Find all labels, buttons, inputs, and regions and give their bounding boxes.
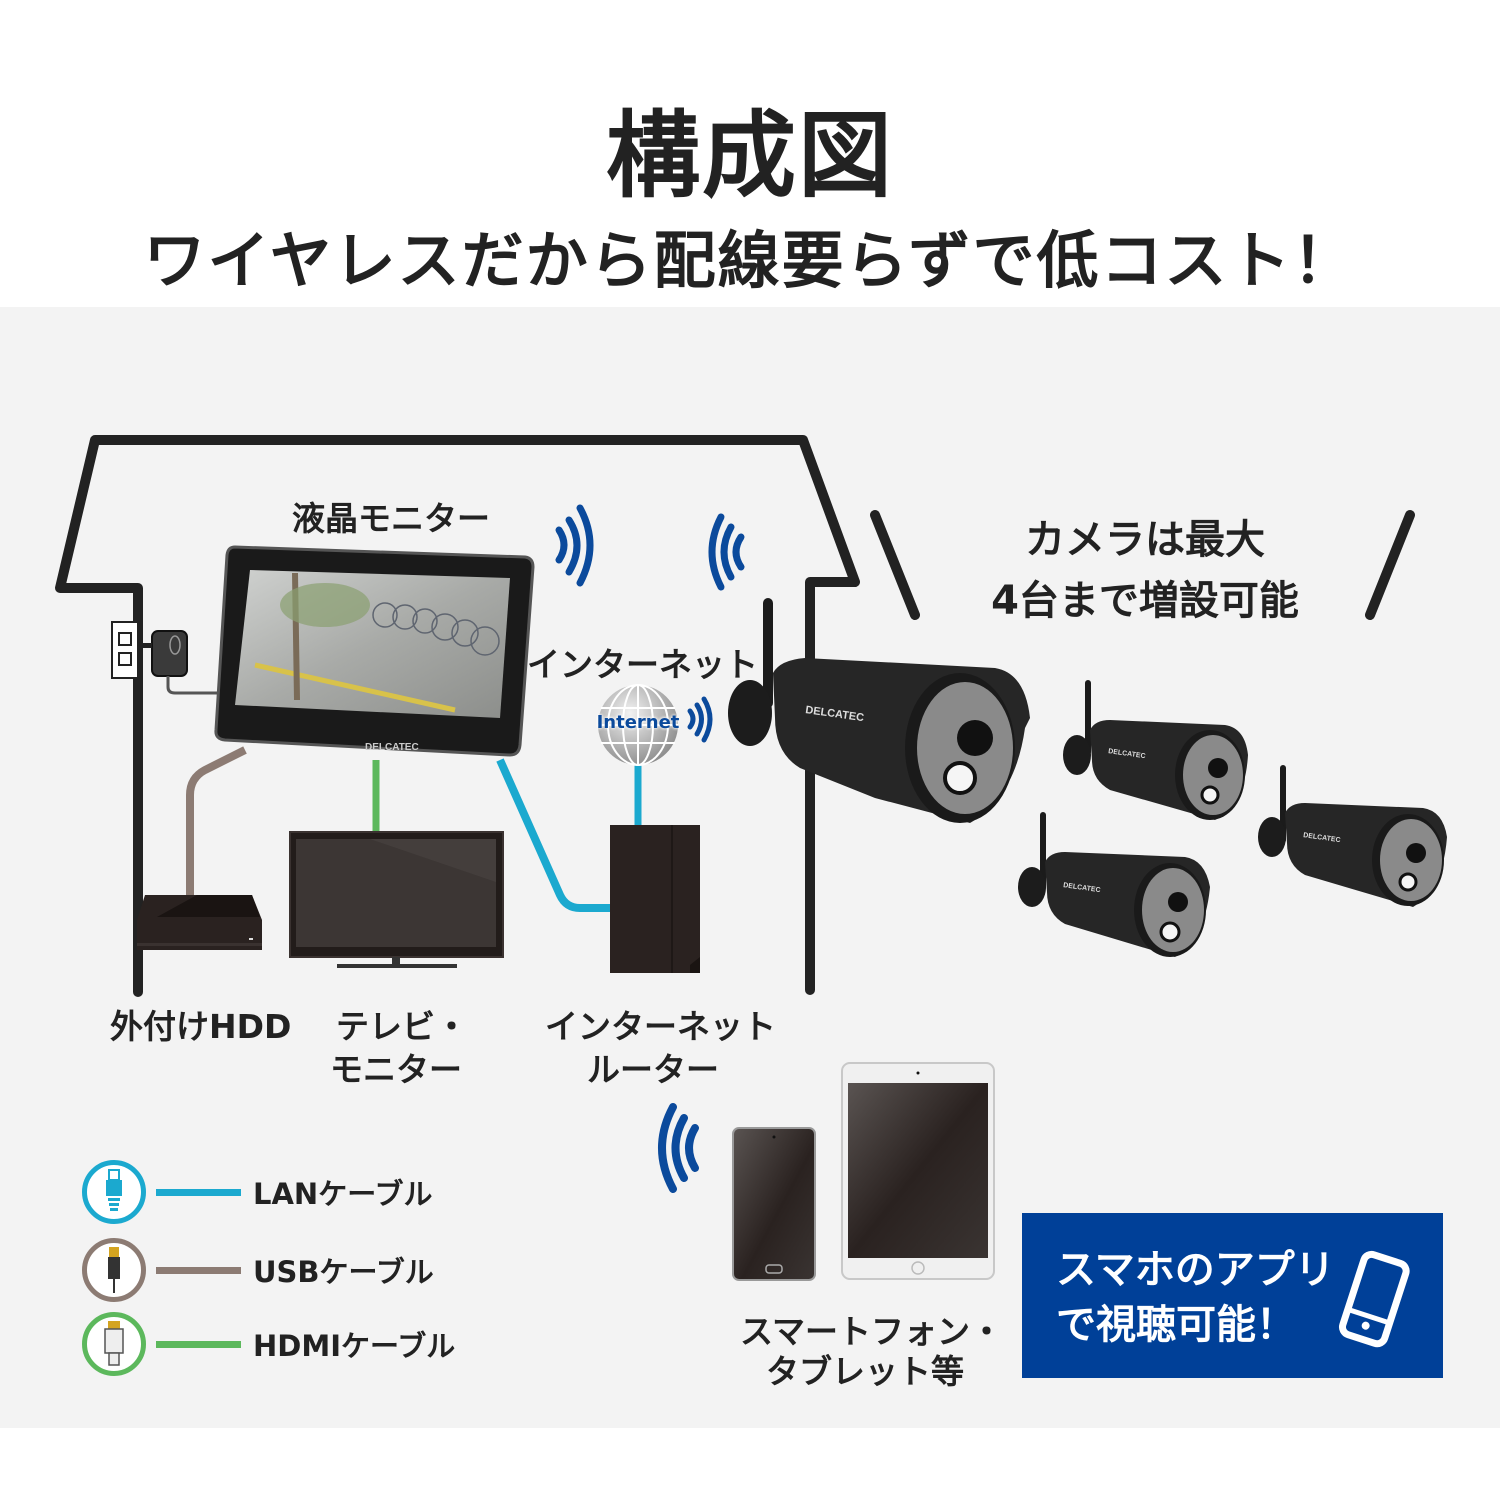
lan-cable-monitor: [496, 758, 612, 912]
mobile-label-line1: スマートフォン・: [740, 1312, 1004, 1351]
camera-small-3-icon: DELCATEC: [1258, 765, 1447, 907]
legend-item-lan: LANケーブル: [82, 1160, 432, 1224]
legend-lan-label: LANケーブル: [253, 1177, 433, 1211]
usb-cable: [186, 746, 247, 898]
app-banner-line1: スマホのアプリ: [1056, 1247, 1335, 1293]
router-label-line2: ルーター: [587, 1050, 719, 1089]
external-hdd-icon: [137, 895, 262, 950]
wifi-signal-globe-icon: [687, 696, 713, 743]
hdmi-plug-icon: [82, 1312, 146, 1376]
globe-icon: [598, 684, 678, 766]
app-banner-line2: で視聴可能！: [1056, 1302, 1296, 1348]
smartphone-icon: [1338, 1250, 1410, 1348]
tv-label-line2: モニター: [330, 1050, 462, 1089]
camera-small-2-icon: DELCATEC: [1018, 812, 1210, 957]
page-title: 構成図: [605, 102, 894, 211]
usb-line-swatch: [156, 1266, 241, 1274]
app-banner-text: スマホのアプリ で視聴可能！: [1056, 1243, 1335, 1353]
power-adapter-icon: [142, 630, 250, 695]
wifi-signal-mobile-icon: [658, 1103, 699, 1193]
lcd-monitor-icon: DELCATEC: [214, 545, 535, 757]
page-subtitle: ワイヤレスだから配線要らずで低コスト！: [143, 224, 1357, 297]
tv-label-line1: テレビ・: [336, 1007, 468, 1046]
lan-line-swatch: [156, 1188, 241, 1196]
camera-callout-line2: 4台まで増設可能: [991, 578, 1299, 624]
wifi-signal-right-icon: [555, 504, 594, 587]
router-icon: [610, 825, 700, 973]
lan-plug-icon: [82, 1160, 146, 1224]
tv-monitor-icon: [289, 831, 504, 968]
monitor-label: 液晶モニター: [292, 499, 490, 538]
camera-small-1-icon: DELCATEC: [1063, 680, 1248, 820]
camera-callout-line1: カメラは最大: [1025, 517, 1265, 563]
legend-item-hdmi: HDMIケーブル: [82, 1312, 455, 1376]
svg-text:DELCATEC: DELCATEC: [365, 742, 419, 753]
wifi-signal-left-icon: [708, 513, 745, 591]
router-label-line1: インターネット: [545, 1007, 776, 1046]
mobile-label-line2: タブレット等: [766, 1352, 964, 1391]
hdmi-line-swatch: [156, 1340, 241, 1348]
legend-usb-label: USBケーブル: [253, 1255, 434, 1289]
legend-hdmi-label: HDMIケーブル: [253, 1329, 456, 1363]
camera-large-icon: DELCATEC: [728, 598, 1030, 823]
usb-plug-icon: [82, 1238, 146, 1302]
smartphone-device-icon: [732, 1127, 816, 1281]
app-banner: スマホのアプリ で視聴可能！: [1022, 1213, 1443, 1378]
globe-label: Internet: [596, 712, 680, 733]
tablet-device-icon: [841, 1062, 995, 1280]
hdd-label: 外付けHDD: [110, 1007, 292, 1046]
legend-item-usb: USBケーブル: [82, 1238, 434, 1302]
power-outlet-icon: [111, 621, 139, 679]
internet-label: インターネット: [527, 645, 758, 684]
